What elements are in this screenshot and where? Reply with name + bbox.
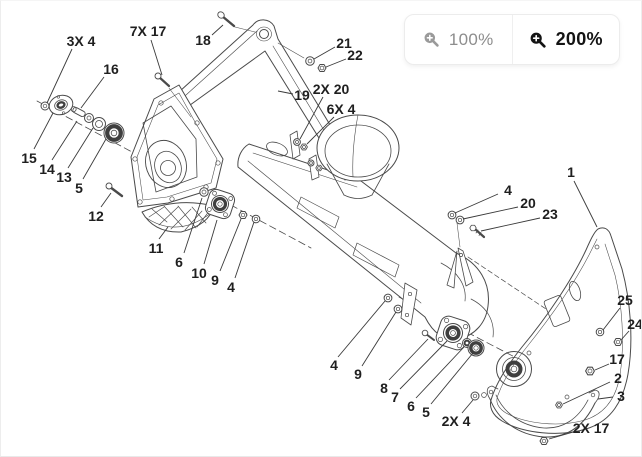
callout-leader-line (150, 39, 163, 76)
callout-leader-line (51, 120, 78, 161)
callout-leader-line (461, 399, 474, 414)
part-callout-label: 5 (75, 180, 83, 196)
part-callout-label: 16 (103, 61, 119, 77)
part-callout-label: 2 (614, 370, 622, 386)
zoom-200-label: 200% (555, 29, 603, 49)
part-callout-label: 15 (21, 150, 37, 166)
gear-segment (141, 202, 215, 233)
part-callout-label: 23 (542, 206, 558, 222)
part-callout-label: 8 (380, 380, 388, 396)
part-callout-label: 1 (567, 164, 575, 180)
part-callout-label: 13 (56, 169, 72, 185)
bottom-bearing-group (383, 293, 485, 401)
part-callout-label: 9 (354, 366, 362, 382)
part-callout-label: 6 (175, 254, 183, 270)
callout-leader-line (67, 127, 94, 169)
part-callout-label: 14 (39, 161, 55, 177)
callout-leader-line (277, 90, 294, 95)
callout-leader-line (602, 307, 621, 331)
part-callout-label: 3X 4 (67, 33, 96, 49)
callout-leader-line (211, 24, 224, 36)
callout-leader-line (462, 206, 519, 220)
callout-leader-line (82, 138, 107, 180)
callout-leader-line (620, 330, 630, 341)
left-bearing-flange (199, 187, 236, 220)
callout-leader-line (594, 363, 610, 371)
part-callout-label: 24 (627, 316, 642, 332)
zoom-200-button[interactable]: 200% (513, 15, 620, 64)
callout-leader-line (430, 352, 474, 405)
part-callout-label: 12 (88, 208, 104, 224)
part-callout-label: 11 (149, 240, 164, 256)
callout-leader-line (415, 346, 465, 399)
callout-leader-line (299, 96, 324, 140)
right-side-plate (481, 227, 632, 434)
part-callout-label: 7X 17 (130, 23, 167, 39)
part-callout-label: 4 (227, 279, 235, 295)
part-callout-label: 20 (520, 195, 536, 211)
part-callout-label: 21 (336, 35, 352, 51)
callout-leader-line (361, 311, 397, 367)
callout-leader-line (158, 226, 169, 240)
callout-leader-line (454, 193, 499, 214)
zoom-in-icon (423, 31, 440, 48)
zoom-in-icon (529, 31, 547, 49)
left-bearing-stack (40, 94, 125, 144)
part-callout-label: 10 (191, 265, 207, 281)
callout-leader-line (203, 219, 218, 265)
callout-leader-line (597, 396, 614, 400)
callout-leader-line (313, 46, 336, 60)
fasteners (105, 11, 623, 445)
callout-leader-line (325, 58, 347, 68)
callout-leader-line (573, 180, 598, 228)
callout-leader-line (46, 48, 73, 104)
callout-leader-line (337, 300, 386, 358)
callout-leader-line (306, 116, 335, 145)
part-callout-label: 2X 4 (442, 413, 471, 429)
part-callout-label: 25 (617, 292, 633, 308)
zoom-100-button[interactable]: 100% (405, 15, 513, 64)
part-callout-label: 22 (347, 47, 363, 63)
zoom-controls: 100% 200% (404, 14, 620, 65)
callout-leader-line (100, 192, 112, 208)
chute-collar (316, 114, 400, 199)
part-callout-label: 19 (294, 87, 310, 103)
part-callout-label: 4 (504, 182, 512, 198)
part-callout-label: 6 (407, 398, 415, 414)
part-callout-label: 9 (211, 272, 219, 288)
left-side-plate (130, 84, 224, 208)
callout-leader-line (183, 197, 203, 254)
part-callout-label: 4 (330, 357, 338, 373)
callout-leader-line (548, 430, 578, 440)
skid-bar (486, 385, 600, 438)
part-callout-label: 18 (195, 32, 211, 48)
callout-leader-line (480, 217, 541, 232)
callout-leader-line (562, 381, 611, 405)
part-callout-label: 7 (391, 389, 399, 405)
part-callout-label: 2X 17 (573, 420, 610, 436)
callout-leader-line (388, 338, 429, 381)
part-callout-label: 2X 20 (313, 81, 350, 97)
callout-leader-line (33, 112, 54, 150)
zoom-100-label: 100% (448, 29, 494, 49)
callout-leader-line (219, 218, 242, 272)
part-callout-label: 3 (617, 388, 625, 404)
callout-leader-line (80, 76, 105, 109)
part-callout-label: 17 (609, 351, 625, 367)
callout-leader-line (234, 221, 255, 279)
part-callout-label: 6X 4 (327, 101, 356, 117)
part-callout-label: 5 (422, 404, 430, 420)
callout-leader-line (399, 340, 448, 390)
